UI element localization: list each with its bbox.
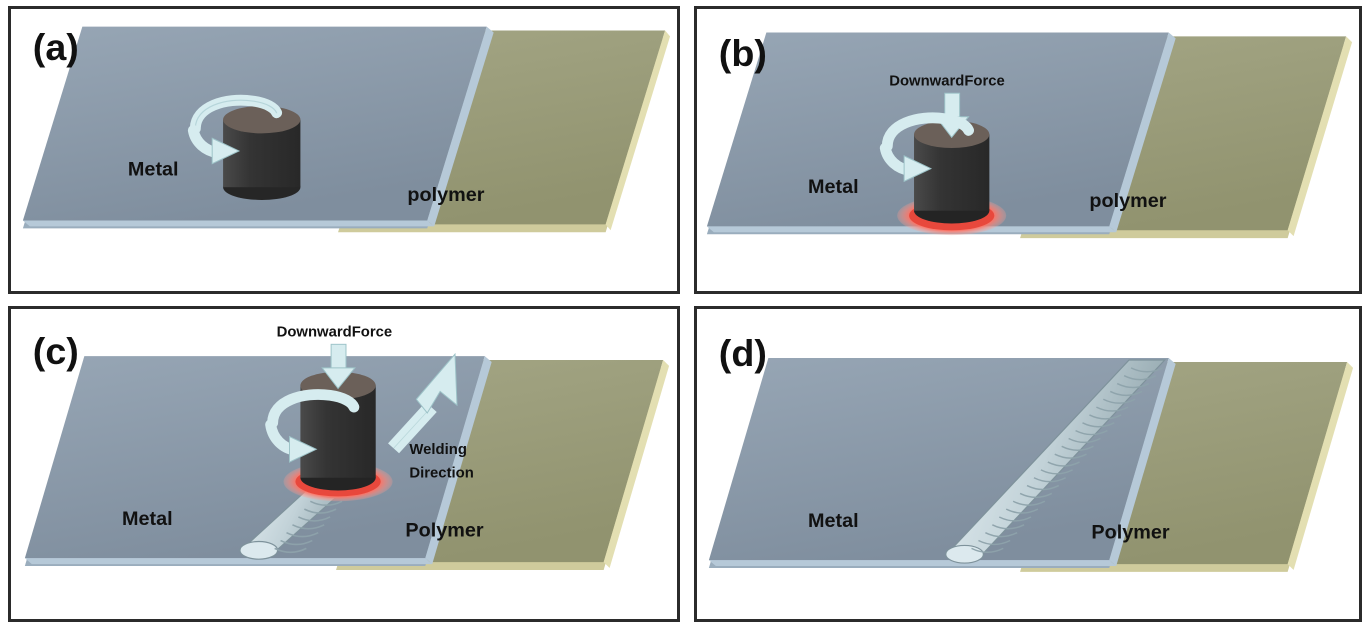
panel-a: Metal polymer (a) <box>8 6 680 294</box>
metal-plate <box>708 358 1176 568</box>
panel-a-label: (a) <box>33 26 79 68</box>
polymer-label: polymer <box>407 184 484 206</box>
panel-d-label: (d) <box>719 332 767 374</box>
rotation-arrow-head <box>288 435 318 463</box>
metal-label: Metal <box>808 510 859 532</box>
panel-d-illustration: Metal Polymer (d) <box>708 332 1354 572</box>
downward-force-label: DownwardForce <box>889 73 1005 89</box>
rotation-arrow-head <box>211 137 241 165</box>
tool-top-face <box>223 105 301 134</box>
polymer-plate-side <box>1287 36 1353 237</box>
downward-force-arrow <box>321 343 356 390</box>
weld-bead-end-cap <box>239 540 279 560</box>
downward-force-arrow-head <box>321 367 356 390</box>
rotation-arrow <box>187 94 283 165</box>
welding-direction-arrow <box>388 352 458 454</box>
welding-tool <box>223 105 301 200</box>
downward-force-arrow-shaft <box>330 343 347 371</box>
polymer-plate-side <box>1287 361 1354 570</box>
rotation-arrow <box>265 389 360 463</box>
panel-c-illustration: DownwardForce Welding Direction Metal Po… <box>24 325 670 570</box>
rotation-arrow-arc <box>267 389 360 429</box>
welding-direction-label-line1: Welding <box>409 442 467 458</box>
metal-plate-side <box>1109 358 1176 567</box>
panel-c: DownwardForce Welding Direction Metal Po… <box>8 306 680 622</box>
metal-plate-side <box>427 26 494 227</box>
metal-plate-top <box>708 358 1169 561</box>
rotation-arrow <box>879 112 974 183</box>
downward-force-label: DownwardForce <box>277 325 393 341</box>
metal-plate-side <box>1109 32 1176 233</box>
polymer-label: Polymer <box>1091 522 1170 544</box>
polymer-label: Polymer <box>405 520 484 542</box>
metal-plate-front <box>22 220 435 227</box>
weld-bead-ripples <box>274 484 355 554</box>
welding-direction-arrow-head <box>415 352 458 414</box>
welding-direction-label-line2: Direction <box>409 466 473 482</box>
panel-c-label: (c) <box>33 330 79 372</box>
polymer-label: polymer <box>1089 190 1166 212</box>
metal-plate-front <box>706 226 1117 233</box>
panel-b-illustration: DownwardForce Metal polymer (b) <box>706 32 1353 239</box>
metal-plate-front <box>708 560 1117 567</box>
panel-b: DownwardForce Metal polymer (b) <box>694 6 1362 294</box>
welding-direction-arrow-shaft-outline <box>393 406 432 449</box>
weld-bead-end-cap <box>945 544 984 564</box>
weld-bead <box>945 359 1167 564</box>
metal-label: Metal <box>808 176 859 198</box>
rotation-arrow-head <box>903 155 933 183</box>
panel-d: Metal Polymer (d) <box>694 306 1362 622</box>
panel-a-illustration: Metal polymer (a) <box>22 26 671 233</box>
metal-plate-front <box>24 558 433 565</box>
weld-bead-ripples <box>971 367 1164 554</box>
metal-plate-side <box>425 356 492 565</box>
polymer-plate-side <box>603 360 670 568</box>
rotation-arrow-arc-outline <box>194 99 278 130</box>
rotation-arrow-arc <box>881 112 974 152</box>
panel-b-label: (b) <box>719 32 767 74</box>
polymer-plate-side <box>605 30 671 231</box>
metal-label: Metal <box>122 508 173 530</box>
metal-label: Metal <box>128 159 179 181</box>
